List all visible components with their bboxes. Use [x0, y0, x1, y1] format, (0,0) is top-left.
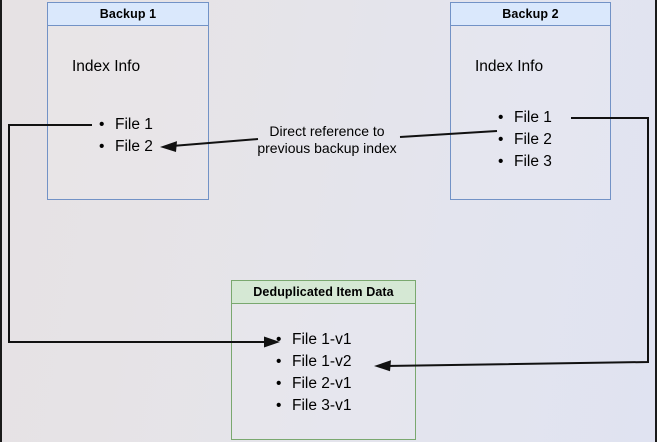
- page-left-rule: [0, 0, 2, 442]
- caption-direct-reference: Direct reference to previous backup inde…: [252, 123, 402, 157]
- caption-line-1: Direct reference to: [269, 123, 385, 139]
- list-item: File 1: [498, 107, 552, 129]
- node-backup-1[interactable]: Backup 1 Index Info File 1 File 2: [47, 2, 209, 200]
- node-backup-1-subtitle: Index Info: [72, 58, 141, 75]
- node-backup-1-file-list: File 1 File 2: [99, 114, 153, 158]
- list-item: File 1-v1: [276, 329, 351, 351]
- node-dedup-header: Deduplicated Item Data: [231, 280, 416, 304]
- node-backup-1-body: Index Info File 1 File 2: [47, 26, 209, 200]
- list-item: File 3-v1: [276, 395, 351, 417]
- list-item: File 2-v1: [276, 373, 351, 395]
- node-backup-2-body: Index Info File 1 File 2 File 3: [450, 26, 611, 200]
- list-item: File 1: [99, 114, 153, 136]
- node-deduplicated-item-data[interactable]: Deduplicated Item Data File 1-v1 File 1-…: [231, 280, 416, 440]
- caption-line-2: previous backup index: [257, 140, 397, 156]
- list-item: File 1-v2: [276, 351, 351, 373]
- list-item: File 3: [498, 151, 552, 173]
- node-backup-2-file-list: File 1 File 2 File 3: [498, 107, 552, 173]
- page-right-rule: [655, 0, 657, 442]
- node-backup-1-header: Backup 1: [47, 2, 209, 26]
- node-backup-2-header: Backup 2: [450, 2, 611, 26]
- node-backup-2-subtitle: Index Info: [475, 58, 544, 75]
- node-dedup-body: File 1-v1 File 1-v2 File 2-v1 File 3-v1: [231, 304, 416, 440]
- node-dedup-file-list: File 1-v1 File 1-v2 File 2-v1 File 3-v1: [276, 329, 351, 417]
- list-item: File 2: [99, 136, 153, 158]
- list-item: File 2: [498, 129, 552, 151]
- node-backup-2[interactable]: Backup 2 Index Info File 1 File 2 File 3: [450, 2, 611, 200]
